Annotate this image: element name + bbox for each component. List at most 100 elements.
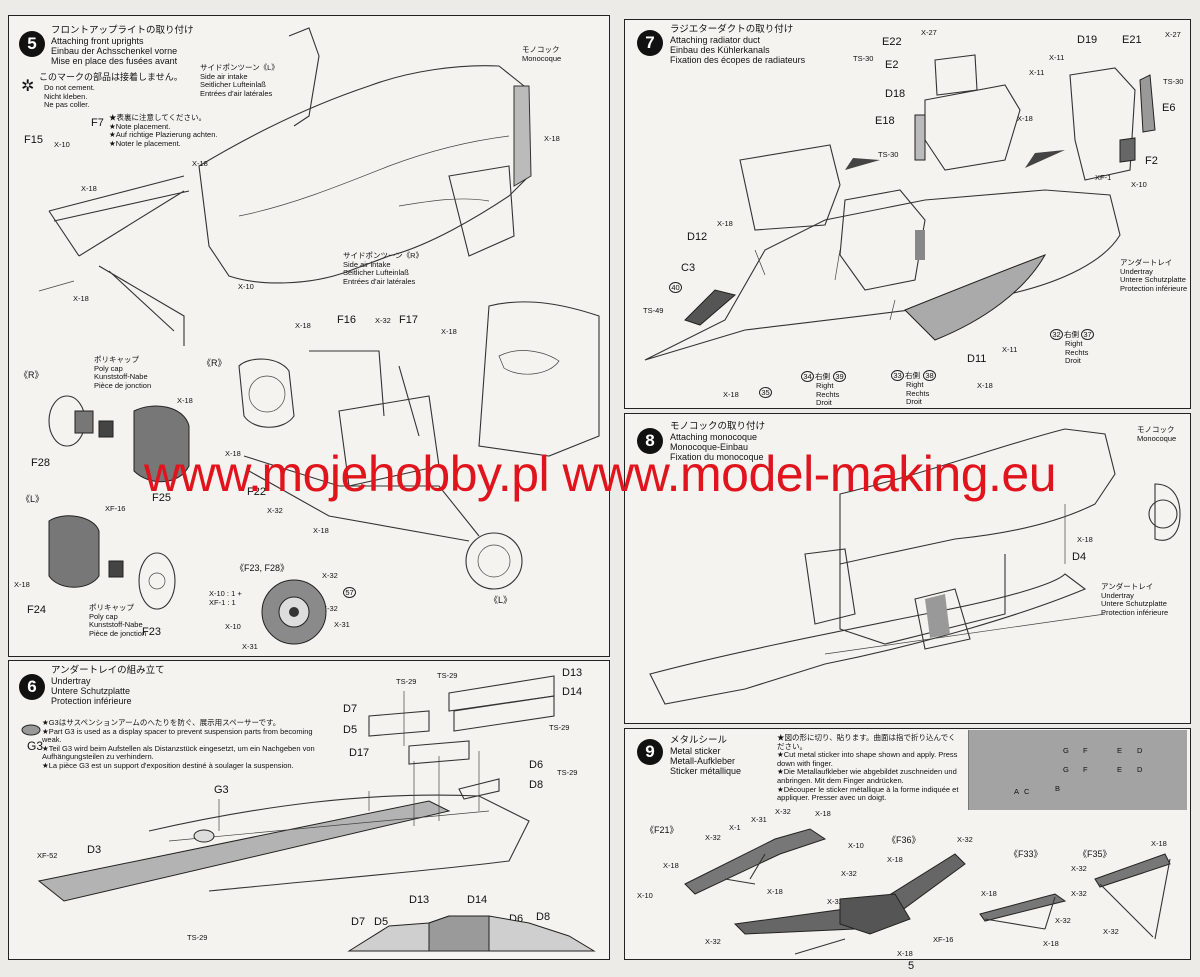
code-ts29: TS-29 xyxy=(396,677,417,686)
no-cement-note: このマークの部品は接着しません。 xyxy=(39,72,183,82)
part-d13: D13 xyxy=(409,894,430,906)
circled-32: 32 xyxy=(1050,329,1063,340)
part-d18: D18 xyxy=(885,88,906,100)
code-x18: X-18 xyxy=(815,809,831,818)
code-x18: X-18 xyxy=(544,134,560,143)
step-number: 8 xyxy=(637,428,663,454)
code-x18: X-18 xyxy=(81,184,97,193)
circled-33: 33 xyxy=(891,370,904,381)
part-g3: G3 xyxy=(214,784,229,796)
code-x18: X-18 xyxy=(177,396,193,405)
code-x10: X-10 xyxy=(238,282,254,291)
monocoque-label: モノコック Monocoque xyxy=(1137,425,1177,443)
circled-39: 39 xyxy=(833,371,846,382)
code-ts29: TS-29 xyxy=(187,933,208,942)
code-ts30: TS-30 xyxy=(1163,77,1184,86)
code-xf16: XF-16 xyxy=(105,504,126,513)
sheet-letter-f: F xyxy=(1083,746,1088,755)
code-x27: X-27 xyxy=(921,28,937,37)
step-number: 9 xyxy=(637,739,663,765)
code-x1: X-1 xyxy=(729,823,741,832)
part-e18: E18 xyxy=(875,115,895,127)
code-x10: X-10 xyxy=(54,140,70,149)
code-x32: X-32 xyxy=(957,835,973,844)
code-x32: X-32 xyxy=(267,506,283,515)
brake-disc-label: 《F23, F28》 xyxy=(235,563,290,573)
part-d3: D3 xyxy=(87,844,102,856)
undertray-label: アンダートレイ Undertray Untere Schutzplatte Pr… xyxy=(1101,582,1169,617)
code-x18: X-18 xyxy=(1151,839,1167,848)
part-e6: E6 xyxy=(1162,102,1176,114)
right-label: Right Rechts Droit xyxy=(906,380,930,407)
step-title: メタルシール Metal sticker Metall-Aufkleber St… xyxy=(670,735,742,777)
step-8-panel: 8 モノコックの取り付け Attaching monocoque Monocoq… xyxy=(624,413,1191,724)
code-xf16: XF-16 xyxy=(933,935,954,944)
code-x32: X-32 xyxy=(841,869,857,878)
code-x18: X-18 xyxy=(887,855,903,864)
part-d14: D14 xyxy=(467,894,488,906)
part-f15: F15 xyxy=(24,134,43,146)
sheet-letter-f: F xyxy=(1083,765,1088,774)
code-ts30: TS-30 xyxy=(853,54,874,63)
code-x31: X-31 xyxy=(334,620,350,629)
step-6-drawing xyxy=(21,675,596,952)
code-x32: X-32 xyxy=(775,807,791,816)
code-x18: X-18 xyxy=(981,889,997,898)
code-x10: X-10 xyxy=(225,622,241,631)
part-f7: F7 xyxy=(91,117,104,129)
step-8-drawing xyxy=(649,428,1181,705)
code-x27: X-27 xyxy=(1165,30,1181,39)
sheet-letter-d: D xyxy=(1137,765,1143,774)
code-x32: X-32 xyxy=(322,604,338,613)
paint-ratio: X-10 : 1 + XF-1 : 1 xyxy=(209,589,242,607)
sheet-letter-a: A xyxy=(1014,787,1020,796)
step-title: フロントアップライトの取り付け Attaching front uprights… xyxy=(51,25,194,67)
code-x18: X-18 xyxy=(192,159,208,168)
code-x10: X-10 xyxy=(637,891,653,900)
step-title: ラジエターダクトの取り付け Attaching radiator duct Ei… xyxy=(670,24,806,66)
side-intake-left-label: サイドポンツーン《L》 Side air intake Seitlicher L… xyxy=(200,63,279,98)
code-x18: X-18 xyxy=(767,887,783,896)
right-jp: 右側 xyxy=(815,372,830,381)
circled-40: 40 xyxy=(669,282,682,293)
code-x31: X-31 xyxy=(242,642,258,651)
code-x18: X-18 xyxy=(313,526,329,535)
right-label: Right Rechts Droit xyxy=(816,381,840,408)
part-d5: D5 xyxy=(343,724,358,736)
step-9-drawing xyxy=(684,828,1171,955)
page-number: 5 xyxy=(908,960,915,972)
part-d7: D7 xyxy=(351,916,366,928)
part-d6: D6 xyxy=(529,759,544,771)
code-x18: X-18 xyxy=(723,390,739,399)
step-number: 6 xyxy=(19,674,45,700)
part-f25: F25 xyxy=(152,492,171,504)
part-e2: E2 xyxy=(885,59,899,71)
right-jp: 右側 xyxy=(905,371,920,380)
step-5-drawing xyxy=(38,27,600,645)
monocoque-label: モノコック Monocoque xyxy=(522,45,562,63)
part-g3: G3 xyxy=(27,739,44,753)
code-x32: X-32 xyxy=(1071,889,1087,898)
code-x18: X-18 xyxy=(977,381,993,390)
step-number: 5 xyxy=(19,31,45,57)
no-cement-icon: ✲ xyxy=(21,78,35,95)
code-x18: X-18 xyxy=(441,327,457,336)
part-d11: D11 xyxy=(967,353,987,365)
code-x32: X-32 xyxy=(375,316,391,325)
code-ts29: TS-29 xyxy=(437,671,458,680)
part-f17: F17 xyxy=(399,314,418,326)
part-f16: F16 xyxy=(337,314,356,326)
step-number: 7 xyxy=(637,30,663,56)
code-x32: X-32 xyxy=(705,833,721,842)
code-ts30: TS-30 xyxy=(878,150,899,159)
left-marker: 《L》 xyxy=(21,494,45,504)
part-c3: C3 xyxy=(681,262,696,274)
sticker-sheet xyxy=(968,730,1187,810)
step-9-panel: 9 メタルシール Metal sticker Metall-Aufkleber … xyxy=(624,728,1191,960)
f21-label: 《F21》 xyxy=(645,825,679,835)
code-x32: X-32 xyxy=(827,897,843,906)
part-d17: D17 xyxy=(349,747,370,759)
step-7-panel: 7 ラジエターダクトの取り付け Attaching radiator duct … xyxy=(624,19,1191,409)
f7-placement-note: ★表裏に注意してください。 ★Note placement. ★Auf rich… xyxy=(109,113,218,148)
sheet-letter-e: E xyxy=(1117,765,1123,774)
